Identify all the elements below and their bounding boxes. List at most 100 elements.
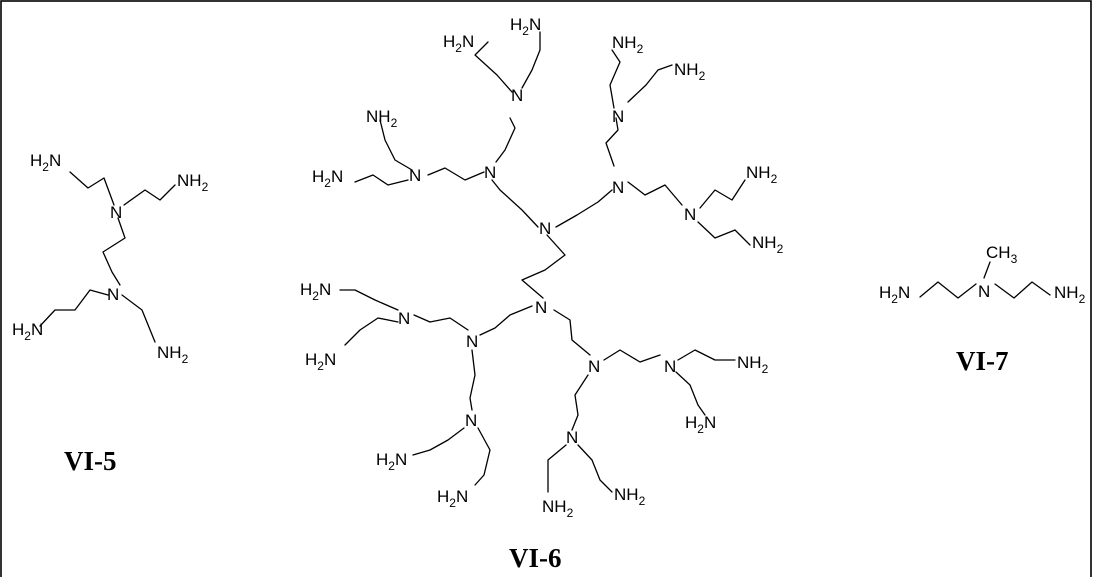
vi6-nh2: H2N — [305, 350, 336, 373]
vi5-bonds — [102, 217, 126, 286]
vi6-label: VI-6 — [509, 543, 562, 573]
vi5-nitrogen: N — [110, 203, 122, 222]
vi6-nh2: H2N — [376, 450, 407, 473]
vi6-bonds — [697, 221, 751, 246]
vi6-bonds — [354, 174, 409, 186]
vi7-bonds — [919, 281, 977, 299]
vi7-bonds — [994, 281, 1051, 299]
vi6-bonds — [479, 305, 533, 336]
vi6-bonds — [427, 167, 485, 181]
vi6-nh2: H2N — [510, 15, 541, 38]
vi6-nitrogen: N — [484, 163, 496, 182]
vi5-bonds — [121, 294, 156, 343]
vi5-nh2-bottom-left: H2N — [12, 320, 43, 343]
vi6-bonds — [413, 314, 469, 331]
vi6-bonds — [474, 41, 513, 93]
vi6-nitrogen: N — [612, 178, 624, 197]
svg-text:NH2: NH2 — [737, 353, 769, 376]
vi7-label: VI-7 — [956, 346, 1009, 376]
vi6-nh2: H2N — [437, 487, 468, 510]
vi6-bonds — [469, 349, 476, 411]
vi6-bonds — [627, 181, 683, 206]
vi7-nh2-right: NH2 — [1054, 283, 1086, 306]
vi6-bonds — [577, 444, 613, 493]
svg-text:H2N: H2N — [30, 151, 61, 174]
vi6-nh2: NH2 — [542, 497, 574, 520]
svg-text:H2N: H2N — [12, 320, 43, 343]
vi6-bonds — [555, 189, 613, 228]
svg-text:NH2: NH2 — [542, 497, 574, 520]
vi6-bonds — [571, 374, 589, 431]
vi6-nh2: NH2 — [674, 60, 706, 83]
vi6-nh2: H2N — [312, 167, 343, 190]
vi6-nh2: NH2 — [366, 107, 398, 130]
vi6-nitrogen: N — [535, 298, 547, 317]
svg-text:H2N: H2N — [879, 283, 910, 306]
vi5-nitrogen: N — [107, 285, 119, 304]
vi6-nh2: NH2 — [614, 485, 646, 508]
vi6-bonds — [495, 117, 516, 163]
svg-text:NH2: NH2 — [1054, 283, 1086, 306]
vi6-bonds — [339, 289, 399, 311]
vi6-nitrogen: N — [664, 357, 676, 376]
svg-text:H2N: H2N — [510, 15, 541, 38]
svg-text:NH2: NH2 — [177, 171, 209, 194]
vi6-bonds — [412, 427, 465, 456]
vi6-bonds — [605, 117, 619, 167]
vi7-nitrogen: N — [978, 282, 990, 301]
vi6-bonds — [553, 309, 591, 356]
vi6-nitrogen: N — [466, 332, 478, 351]
svg-text:H2N: H2N — [300, 280, 331, 303]
vi6-nh2: NH2 — [612, 33, 644, 56]
vi6-bonds — [474, 427, 491, 486]
vi6-bonds — [675, 371, 706, 416]
svg-text:NH2: NH2 — [752, 233, 784, 256]
svg-text:NH2: NH2 — [746, 163, 778, 186]
vi5-bonds — [69, 171, 115, 206]
vi6-nh2: NH2 — [746, 163, 778, 186]
vi6-nh2: H2N — [300, 280, 331, 303]
vi5-label: VI-5 — [64, 446, 117, 476]
svg-text:H2N: H2N — [685, 413, 716, 436]
vi5-bonds — [123, 184, 176, 206]
vi6-nitrogen: N — [511, 86, 523, 105]
vi6-bonds — [609, 49, 621, 109]
vi6-nitrogen: N — [465, 411, 477, 430]
vi6-bonds — [379, 119, 413, 171]
vi6-nitrogen: N — [539, 219, 551, 238]
svg-text:NH2: NH2 — [674, 60, 706, 83]
svg-text:H2N: H2N — [437, 487, 468, 510]
vi6-bonds — [521, 234, 566, 299]
vi7-nh2-left: H2N — [879, 283, 910, 306]
vi5-nh2-top-left: H2N — [30, 151, 61, 174]
vi6-nitrogen: N — [588, 357, 600, 376]
vi6-bonds — [491, 179, 539, 228]
svg-text:NH2: NH2 — [157, 343, 189, 366]
svg-text:NH2: NH2 — [614, 485, 646, 508]
vi6-bonds — [547, 444, 567, 493]
vi6-nh2: NH2 — [752, 233, 784, 256]
structure-vi6: N N N N N N N N N N N N N N H2N H2N NH2 … — [300, 15, 784, 573]
vi6-nh2: H2N — [443, 32, 474, 55]
vi6-bonds — [677, 349, 736, 361]
svg-text:H2N: H2N — [376, 450, 407, 473]
vi6-bonds — [344, 317, 399, 346]
svg-text:NH2: NH2 — [366, 107, 398, 130]
svg-text:H2N: H2N — [305, 350, 336, 373]
vi7-methyl: CH3 — [986, 243, 1018, 266]
vi6-nitrogen: N — [684, 205, 696, 224]
vi5-nh2-bottom-right: NH2 — [157, 343, 189, 366]
vi6-nitrogen: N — [612, 107, 624, 126]
svg-text:CH3: CH3 — [986, 243, 1018, 266]
structure-vi5: H2N NH2 N N H2N NH2 VI-5 — [12, 151, 209, 476]
vi7-bonds — [983, 261, 991, 279]
vi6-bonds — [521, 31, 541, 89]
vi6-bonds — [627, 64, 673, 103]
vi5-bonds — [39, 289, 109, 327]
svg-text:H2N: H2N — [443, 32, 474, 55]
vi6-bonds — [603, 349, 661, 363]
structure-vi7: CH3 H2N N NH2 VI-7 — [879, 243, 1086, 376]
